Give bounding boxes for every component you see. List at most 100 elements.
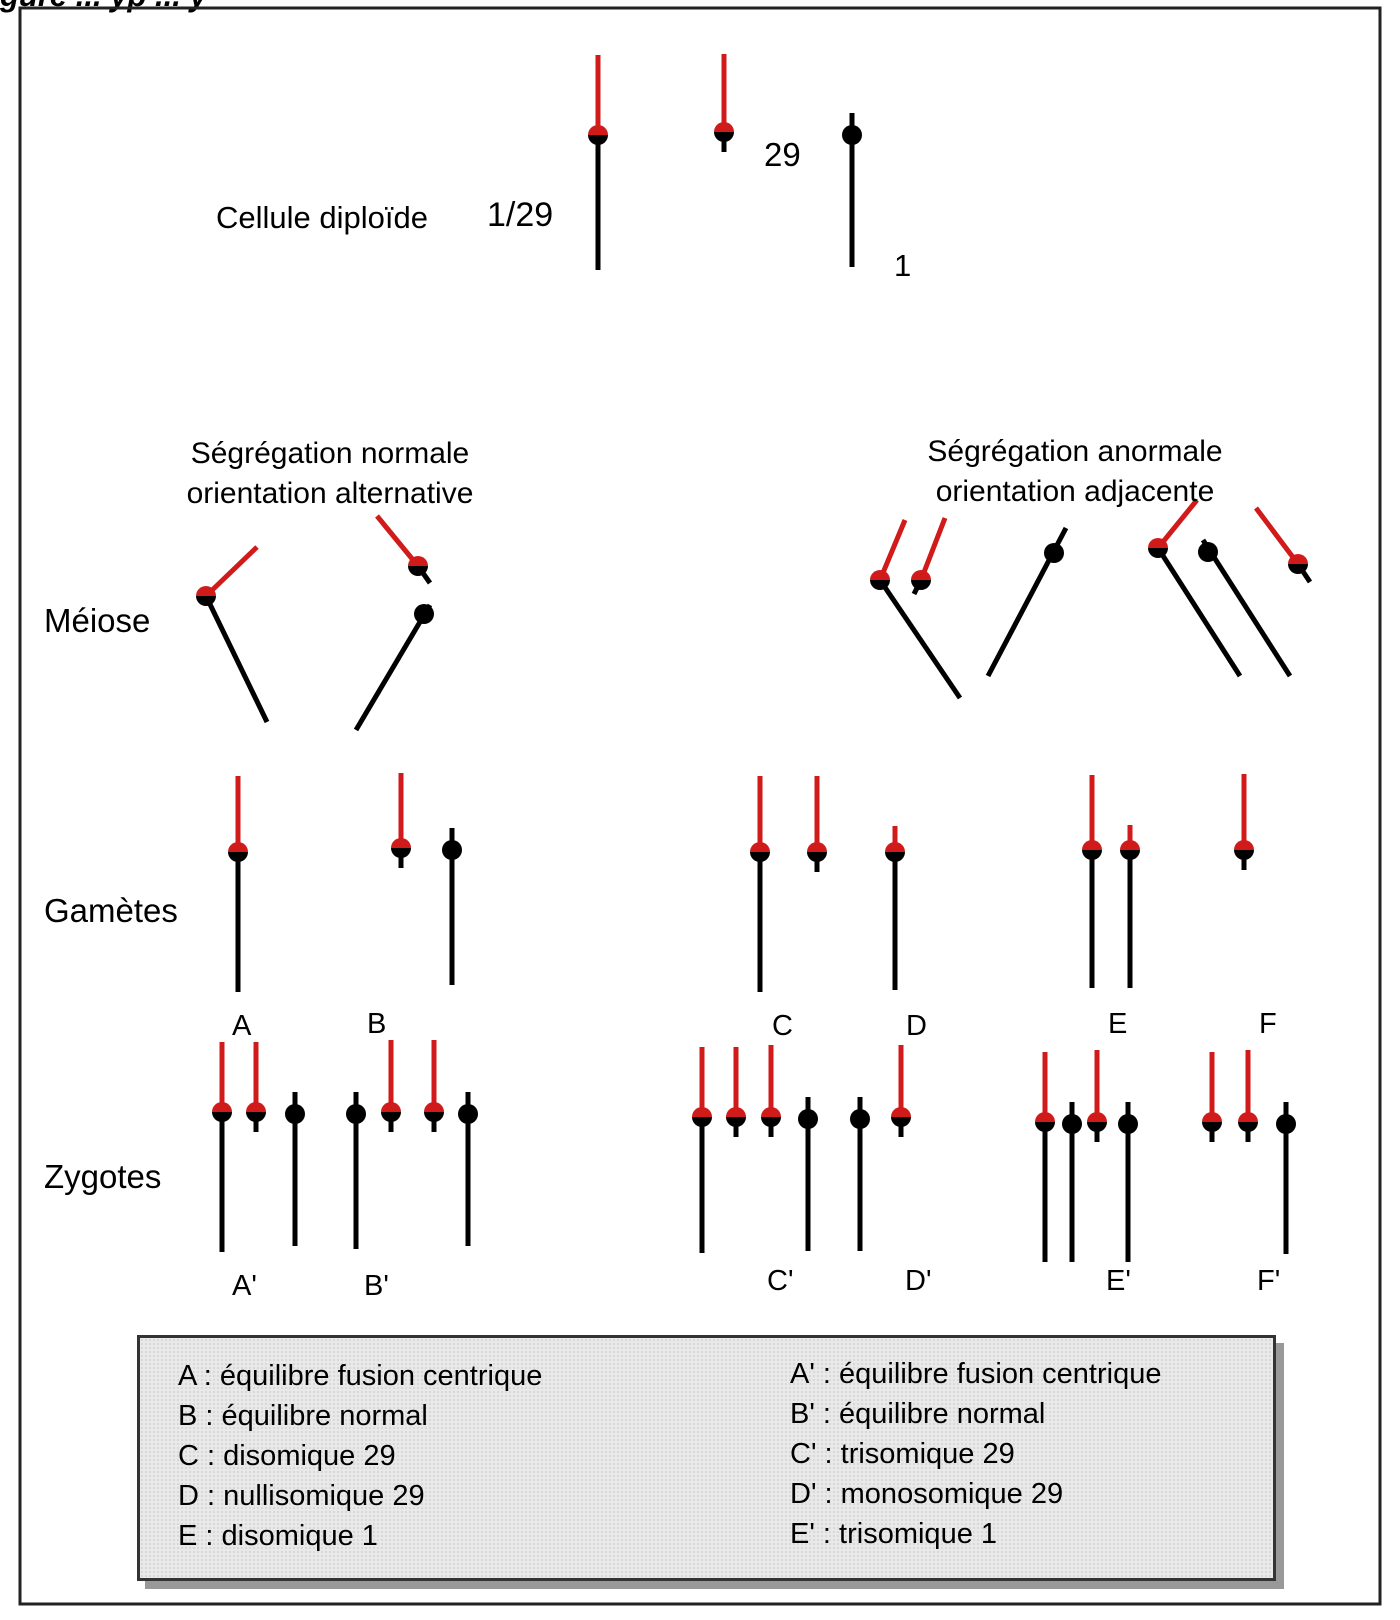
chr29-centromere-top [424, 1102, 444, 1112]
legend-item: B : équilibre normal [178, 1400, 428, 1432]
row-label-gametes: Gamètes [44, 892, 178, 929]
legend-item: A : équilibre fusion centrique [178, 1360, 543, 1392]
meiosis-fusion-1-arm [203, 594, 270, 724]
legend-item: E : disomique 1 [178, 1520, 378, 1552]
chr29-centromere-top [391, 838, 411, 848]
figure-frame [18, 6, 1382, 1606]
legend-right-column: A' : équilibre fusion centrique B' : équ… [790, 1354, 1161, 1554]
abnormal-segregation-header: Ségrégation anormale orientation adjacen… [865, 432, 1285, 512]
chr1-centromere [442, 840, 462, 860]
meiosis-abn2-fusion-centromere-top [1148, 538, 1168, 548]
fusion-centromere-top [212, 1102, 232, 1112]
chr1-centromere [850, 1109, 870, 1129]
meiosis-chr29-arm [375, 514, 420, 568]
fusion-centromere-bottom [1035, 1122, 1055, 1132]
chr29-centromere-bottom [726, 1117, 746, 1127]
diploid-cell-label: Cellule diploïde [216, 200, 428, 235]
chr29-centromere-top [891, 1107, 911, 1117]
chr1-centromere [1276, 1114, 1296, 1134]
chr29-centromere-top [1202, 1112, 1222, 1122]
meiosis-abn-chr1-centromere [1044, 543, 1064, 563]
legend-item: D' : monosomique 29 [790, 1478, 1064, 1510]
meiosis-abn2-chr29-centromere-top [1288, 554, 1308, 564]
chr1-centromere [346, 1104, 366, 1124]
chromosome-1-label: 1 [894, 248, 912, 283]
chr29-centromere-top [246, 1102, 266, 1112]
fusion-centromere-bottom [228, 852, 248, 862]
gamete-label-f: F [1259, 1008, 1277, 1040]
chr29-centromere-bottom [1238, 1122, 1258, 1132]
meiosis-abn-chr29-centromere-top [911, 570, 931, 580]
chr29-centromere-top [1087, 1112, 1107, 1122]
legend-item: C' : trisomique 29 [790, 1438, 1015, 1470]
meiosis-abn2-fusion-centromere-bottom [1148, 548, 1168, 558]
meiosis-abn-fusion-centromere-top [870, 570, 890, 580]
fusion-centromere-bottom [692, 1117, 712, 1127]
gamete-label-b: B [367, 1008, 387, 1040]
chr29-centromere-bottom [381, 1112, 401, 1122]
chr29-centromere-bottom [424, 1112, 444, 1122]
legend-item: A' : équilibre fusion centrique [790, 1358, 1162, 1390]
chr29-centromere-bottom [807, 852, 827, 862]
chr29-centromere-bottom [391, 848, 411, 858]
chr29-centromere-top [381, 1102, 401, 1112]
fusion-centromere-top [228, 842, 248, 852]
chr1-centromere [285, 1104, 305, 1124]
zygote-label-c-prime: C' [767, 1265, 794, 1297]
normal-header-line1: Ségrégation normale [190, 437, 470, 470]
chr29-centromere-bottom [246, 1112, 266, 1122]
fusion-centromere-top [1120, 840, 1140, 850]
chr1-centromere [798, 1109, 818, 1129]
chr29-centromere-bottom [1234, 850, 1254, 860]
normal-segregation-header: Ségrégation normale orientation alternat… [130, 434, 530, 514]
chr29-centromere-top [807, 842, 827, 852]
legend-left-column: A : équilibre fusion centrique B : équil… [178, 1356, 542, 1556]
meiosis-abn-fusion-29-arm [877, 519, 908, 581]
fusion-centromere-top [692, 1107, 712, 1117]
chr29-centromere-bottom [1202, 1122, 1222, 1132]
abnormal-header-line1: Ségrégation anormale [927, 435, 1223, 468]
zygote-label-f-prime: F' [1257, 1265, 1281, 1297]
fusion-centromere-bottom [750, 852, 770, 862]
legend-item: B' : équilibre normal [790, 1398, 1046, 1430]
meiosis-abn2-chr29-arm [1254, 506, 1300, 566]
row-label-meiosis: Méiose [44, 602, 151, 639]
gamete-label-c: C [772, 1010, 793, 1042]
meiosis-abn2-fusion-29-arm [1156, 498, 1199, 550]
meiosis-abn-fusion-1-arm [877, 578, 963, 700]
abnormal-header-line2: orientation adjacente [935, 475, 1215, 508]
chr29-centromere-bottom [891, 1117, 911, 1127]
meiosis-abn-fusion-centromere-bottom [870, 580, 890, 590]
meiosis-abn-chr29-arm [918, 517, 948, 581]
meiosis-fusion-centromere-bottom [196, 596, 216, 606]
meiosis-abn2-chr29-centromere-bottom [1288, 564, 1308, 574]
legend-item: C : disomique 29 [178, 1440, 396, 1472]
legend-item: E' : trisomique 1 [790, 1518, 998, 1550]
chr29-centromere-top [885, 842, 905, 852]
zygote-label-b-prime: B' [364, 1270, 389, 1302]
fusion-centromere-bottom [212, 1112, 232, 1122]
meiosis-abn-chr29-centromere-bottom [911, 580, 931, 590]
meiosis-chr29-centromere-top [408, 556, 428, 566]
gamete-label-a: A [232, 1010, 252, 1042]
legend-box: A : équilibre fusion centrique B : équil… [137, 1335, 1276, 1581]
fusion-centromere-top [588, 125, 608, 135]
normal-header-line2: orientation alternative [186, 477, 474, 510]
chr29-centromere-bottom [761, 1117, 781, 1127]
fusion-centromere-bottom [588, 135, 608, 145]
fusion-centromere-top [1035, 1112, 1055, 1122]
meiosis-abn2-chr1-centromere [1198, 542, 1218, 562]
chr1-centromere [1062, 1114, 1082, 1134]
chr1-centromere [1118, 1114, 1138, 1134]
meiosis-chr29-centromere-bottom [408, 566, 428, 576]
meiosis-abn2-chr1-arm [1200, 538, 1293, 678]
gamete-label-d: D [906, 1010, 927, 1042]
chromosome-29-label: 29 [764, 136, 801, 173]
fusion-centromere-bottom [1082, 850, 1102, 860]
row-label-zygotes: Zygotes [44, 1158, 162, 1195]
zygote-label-e-prime: E' [1106, 1265, 1131, 1297]
chr29-centromere-top [761, 1107, 781, 1117]
diploid-karyotype-label: 1/29 [487, 196, 554, 234]
meiosis-chr1-centromere [414, 604, 434, 624]
